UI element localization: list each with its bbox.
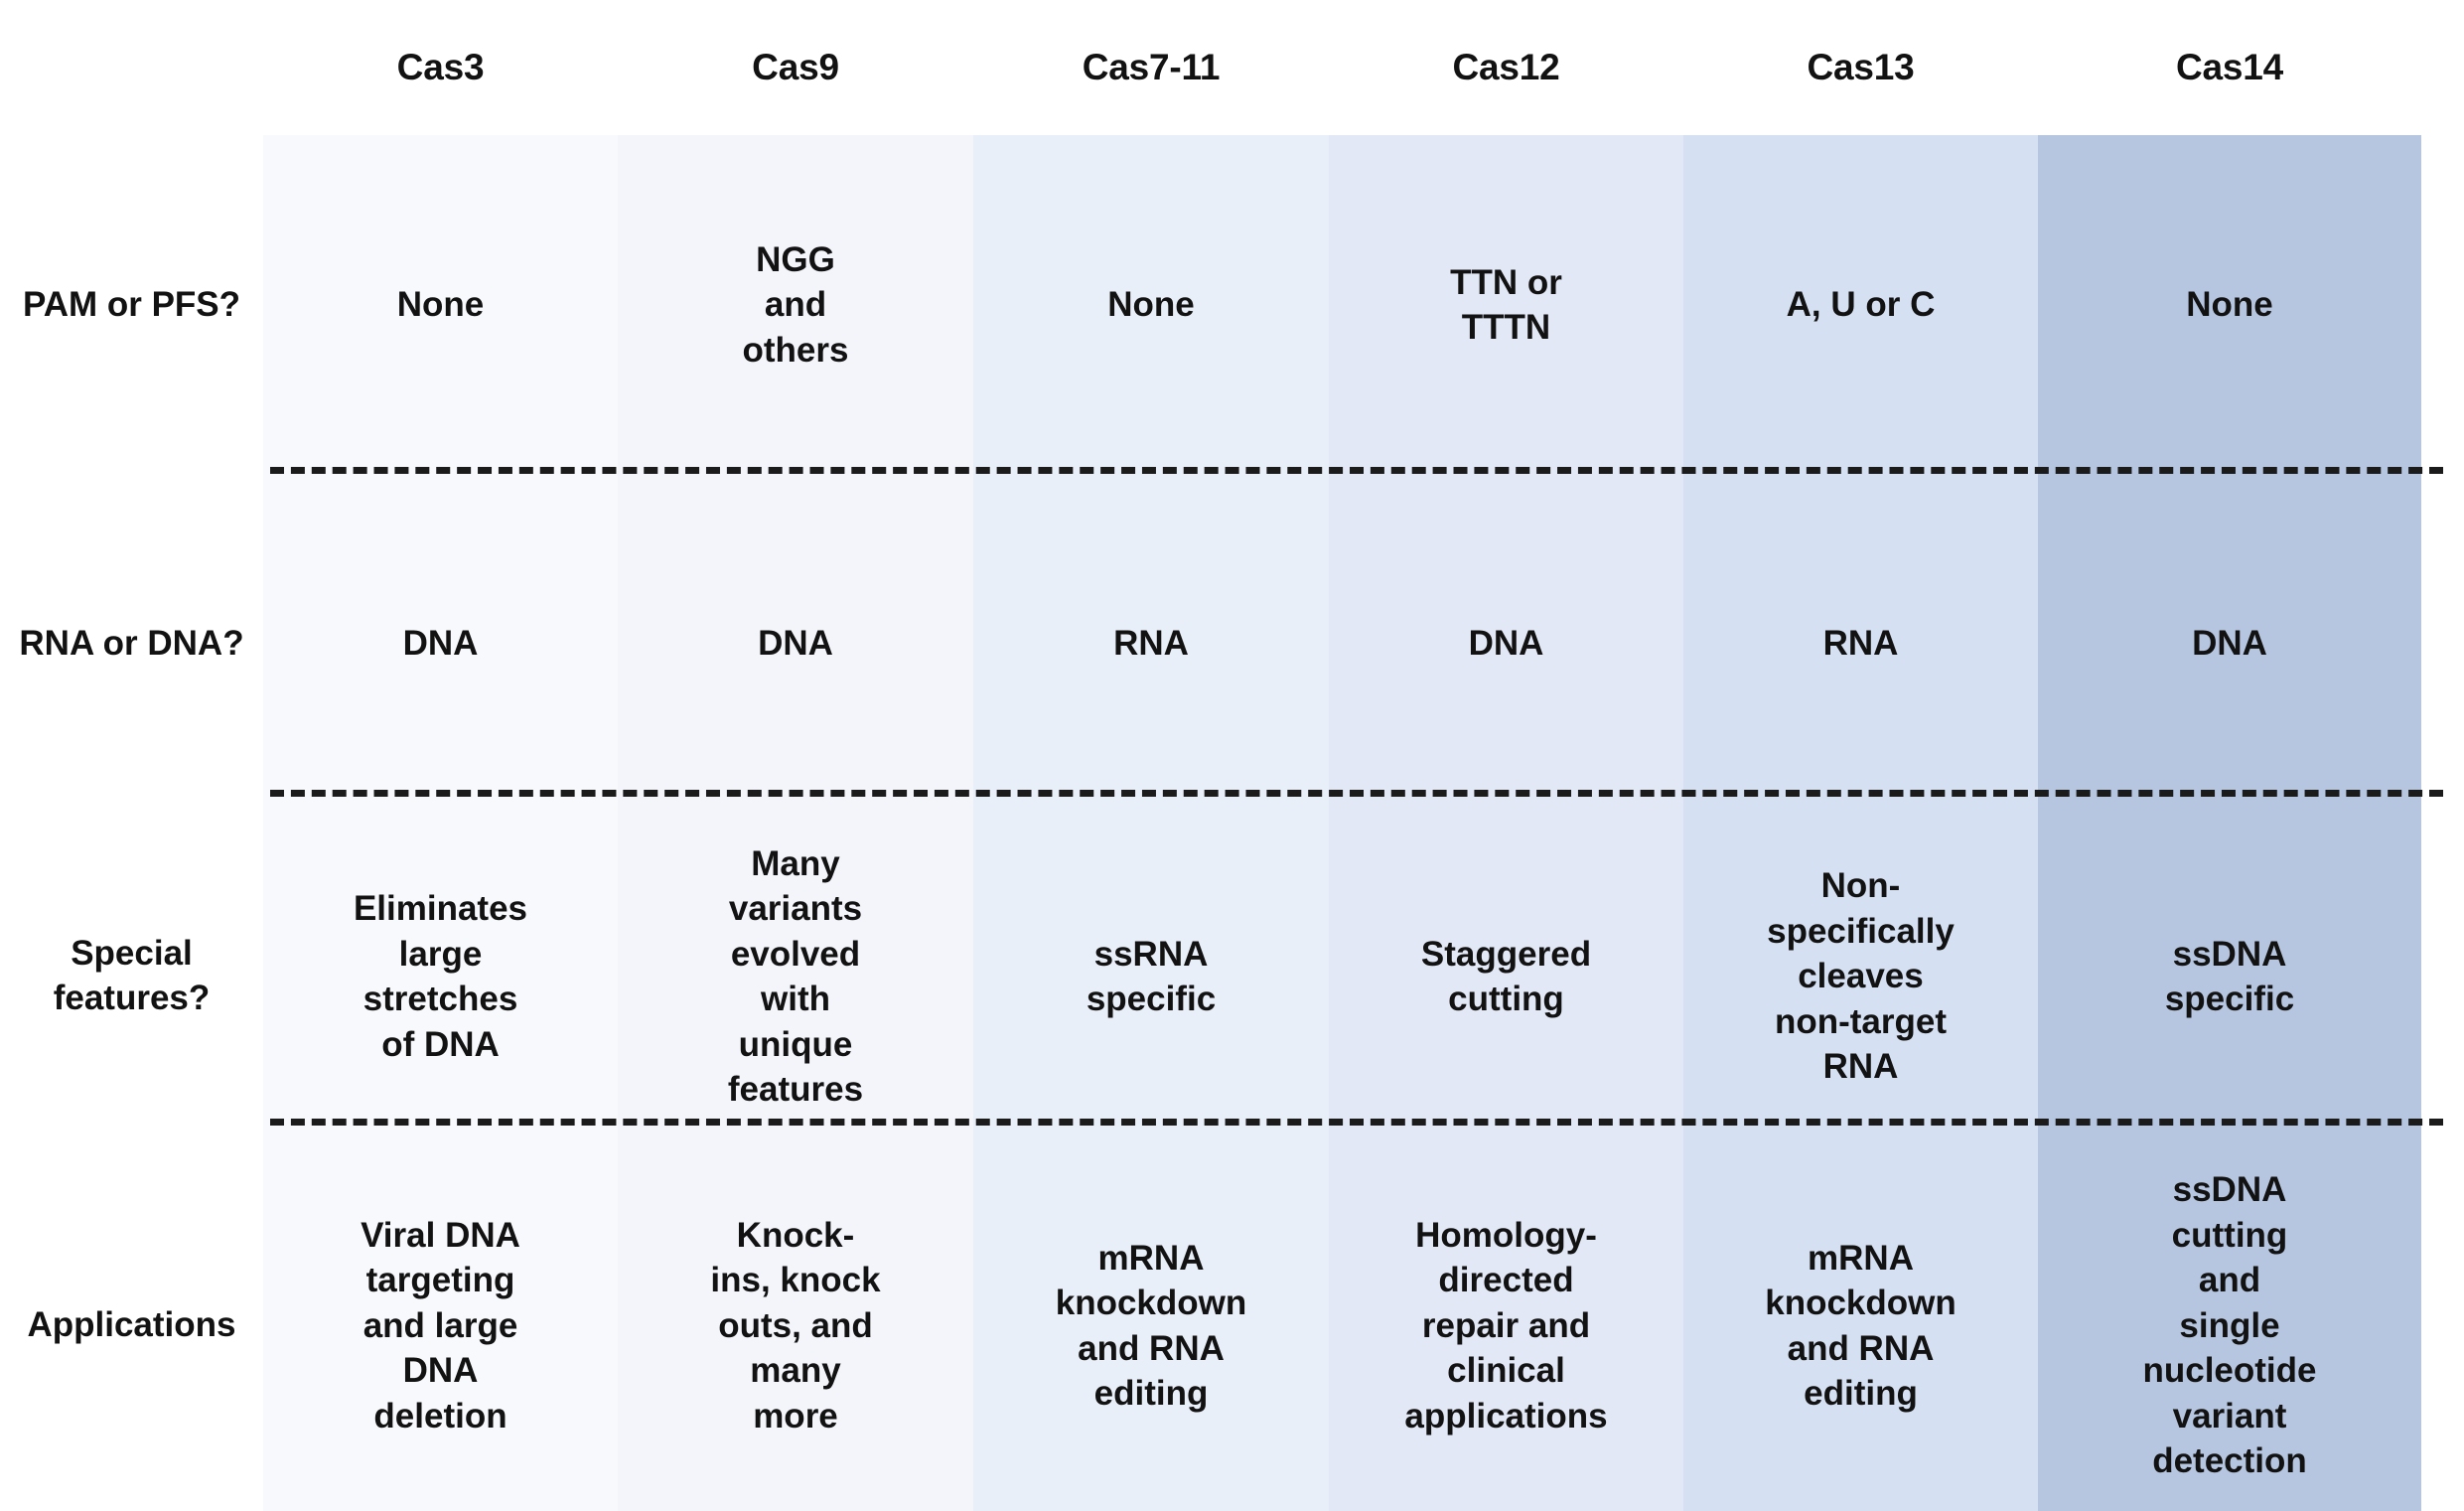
cell-features-cas3: Eliminates large stretches of DNA [263, 813, 618, 1140]
column-header-cas14: Cas14 [2038, 0, 2421, 135]
cell-applications-cas7-11: mRNA knockdown and RNA editing [973, 1140, 1329, 1511]
cell-pam-cas3: None [263, 135, 618, 475]
cell-target-cas14: DNA [2038, 475, 2421, 813]
cell-features-cas13: Non- specifically cleaves non-target RNA [1683, 813, 2038, 1140]
cell-features-cas12: Staggered cutting [1329, 813, 1683, 1140]
cell-target-cas3: DNA [263, 475, 618, 813]
cell-pam-cas7-11: None [973, 135, 1329, 475]
cell-pam-cas13: A, U or C [1683, 135, 2038, 475]
cell-applications-cas12: Homology- directed repair and clinical a… [1329, 1140, 1683, 1511]
cell-target-cas13: RNA [1683, 475, 2038, 813]
row-label-special-features: Special features? [0, 813, 263, 1140]
cell-features-cas7-11: ssRNA specific [973, 813, 1329, 1140]
cell-applications-cas13: mRNA knockdown and RNA editing [1683, 1140, 2038, 1511]
cell-applications-cas3: Viral DNA targeting and large DNA deleti… [263, 1140, 618, 1511]
column-header-cas12: Cas12 [1329, 0, 1683, 135]
column-header-cas9: Cas9 [618, 0, 973, 135]
cell-applications-cas14: ssDNA cutting and single nucleotide vari… [2038, 1140, 2421, 1511]
cell-target-cas12: DNA [1329, 475, 1683, 813]
cell-target-cas7-11: RNA [973, 475, 1329, 813]
column-header-cas3: Cas3 [263, 0, 618, 135]
cell-features-cas9: Many variants evolved with unique featur… [618, 813, 973, 1140]
row-label-applications: Applications [0, 1140, 263, 1511]
row-label-rna-or-dna: RNA or DNA? [0, 475, 263, 813]
cell-applications-cas9: Knock- ins, knock outs, and many more [618, 1140, 973, 1511]
cell-target-cas9: DNA [618, 475, 973, 813]
cell-features-cas14: ssDNA specific [2038, 813, 2421, 1140]
column-header-cas7-11: Cas7-11 [973, 0, 1329, 135]
table-corner-cell [0, 0, 263, 135]
cell-pam-cas14: None [2038, 135, 2421, 475]
column-header-cas13: Cas13 [1683, 0, 2038, 135]
cell-pam-cas12: TTN or TTTN [1329, 135, 1683, 475]
row-label-pam-or-pfs: PAM or PFS? [0, 135, 263, 475]
cell-pam-cas9: NGG and others [618, 135, 973, 475]
